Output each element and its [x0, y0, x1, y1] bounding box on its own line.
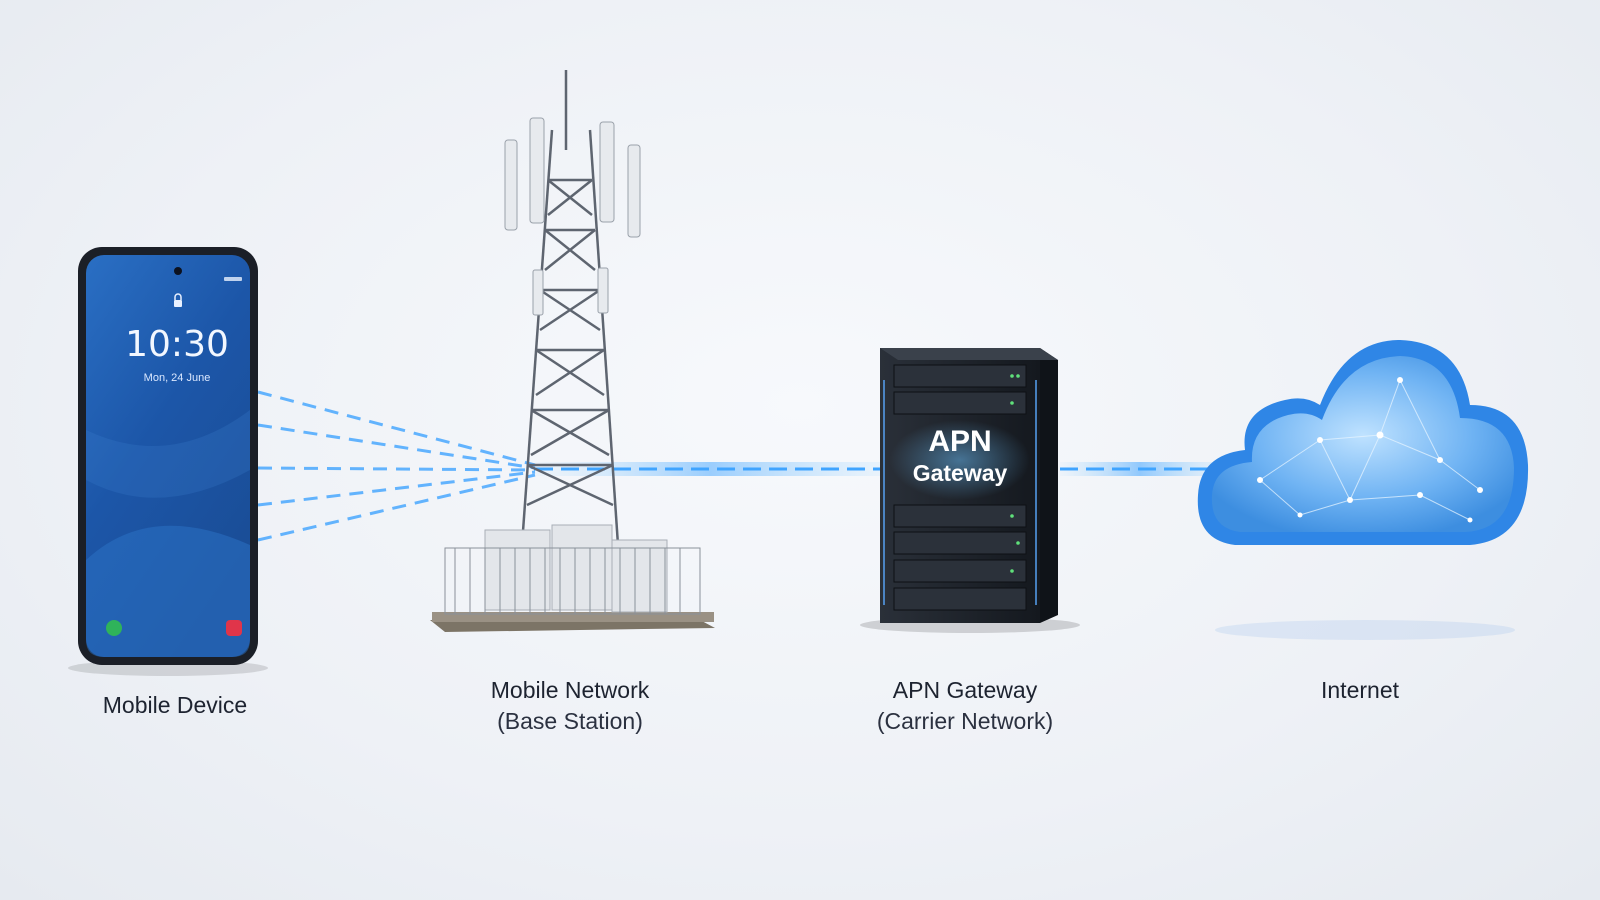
signal-beams [257, 390, 536, 542]
tower-caption: Mobile Network (Base Station) [440, 675, 700, 737]
phone-time: 10:30 [125, 324, 229, 365]
mobile-phone-icon [68, 247, 268, 676]
internet-cloud-icon [1197, 340, 1529, 640]
tower-label: Mobile Network [490, 677, 650, 703]
internet-label: Internet [1321, 677, 1399, 703]
gateway-caption: APN Gateway (Carrier Network) [840, 675, 1090, 737]
tower-sublabel: (Base Station) [497, 708, 643, 734]
gateway-label: APN Gateway [892, 677, 1038, 703]
device-caption: Mobile Device [60, 690, 290, 721]
gateway-screen-subtitle: Gateway [912, 460, 1008, 486]
phone-date: Mon, 24 June [143, 372, 211, 384]
server-rack-icon [860, 348, 1080, 633]
cell-tower-icon [430, 70, 715, 632]
gateway-sublabel: (Carrier Network) [876, 708, 1054, 734]
internet-caption: Internet [1260, 675, 1460, 706]
backhaul-link [535, 462, 885, 476]
gateway-screen-title: APN [928, 425, 992, 458]
device-label: Mobile Device [102, 692, 248, 718]
internet-link [1060, 462, 1220, 476]
